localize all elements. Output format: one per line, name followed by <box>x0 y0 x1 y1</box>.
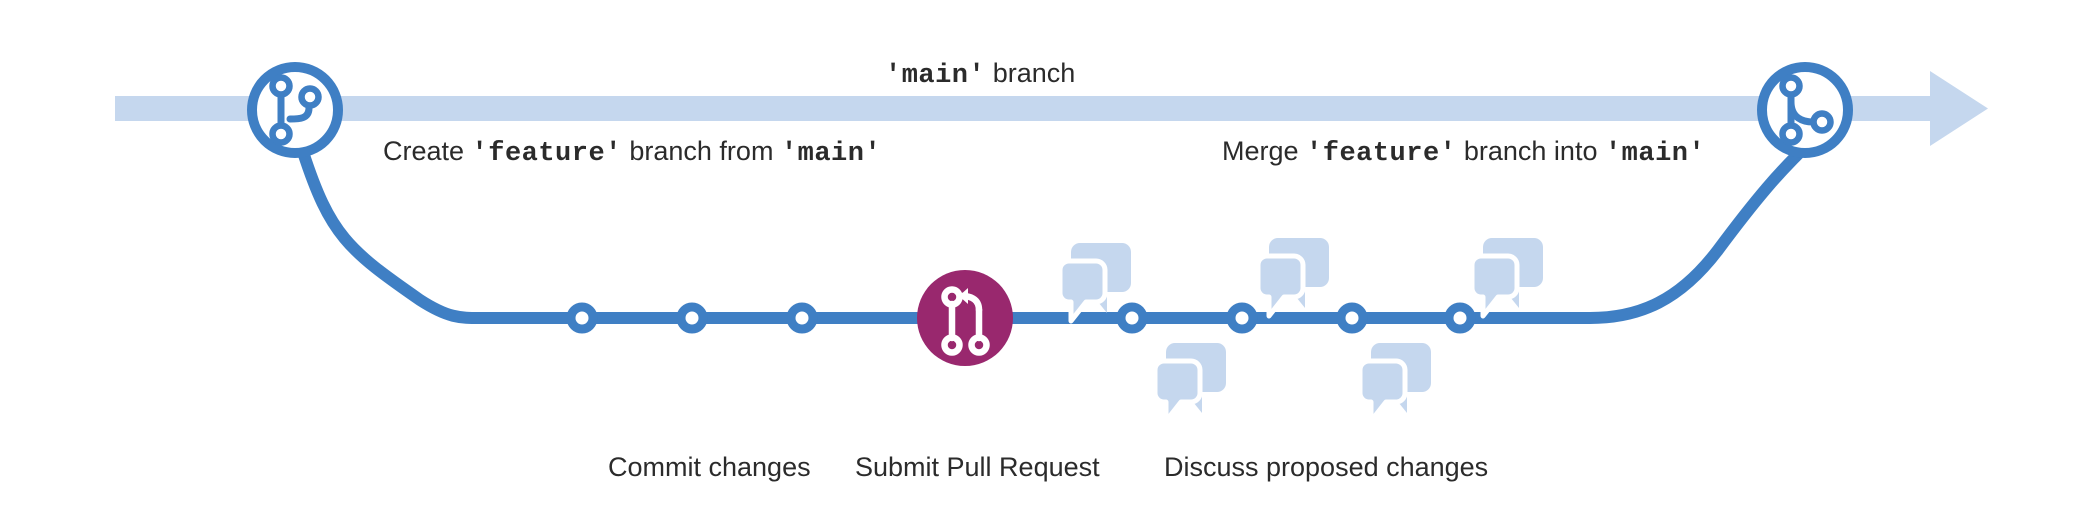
speech-bubble-group-3 <box>1472 238 1543 316</box>
main-branch-arrow <box>115 71 1988 146</box>
commit-changes-label: Commit changes <box>608 452 811 482</box>
create-middle: branch from <box>621 136 781 166</box>
main-branch-name: 'main' <box>885 61 986 91</box>
merge-prefix: Merge <box>1222 136 1307 166</box>
submit-pull-request-label: Submit Pull Request <box>855 452 1100 482</box>
merge-feature-branch-name: 'feature' <box>1306 139 1457 169</box>
feature-branch-path <box>297 146 1806 324</box>
commit-dot[interactable] <box>1444 302 1476 334</box>
create-prefix: Create <box>383 136 472 166</box>
commit-dot[interactable] <box>1116 302 1148 334</box>
speech-bubble-group-4 <box>1155 343 1226 421</box>
create-main-branch-name: 'main' <box>780 139 882 169</box>
create-feature-branch-name: 'feature' <box>471 139 622 169</box>
merge-branch-label: Merge 'feature' branch into 'main' <box>1222 136 1705 169</box>
merge-main-branch-name: 'main' <box>1604 139 1706 169</box>
discuss-proposed-changes-label: Discuss proposed changes <box>1164 452 1489 482</box>
merge-middle: branch into <box>1456 136 1605 166</box>
main-branch-suffix: branch <box>985 58 1076 88</box>
commit-dot[interactable] <box>1336 302 1368 334</box>
branch-point-node[interactable] <box>247 62 343 158</box>
merge-point-node[interactable] <box>1757 62 1853 158</box>
speech-bubble-group-5 <box>1360 343 1431 421</box>
commit-dot[interactable] <box>786 302 818 334</box>
main-branch-label: 'main' branch <box>885 58 1075 91</box>
speech-bubble-group-2 <box>1258 238 1329 316</box>
create-branch-label: Create 'feature' branch from 'main' <box>383 136 881 169</box>
pull-request-node[interactable] <box>917 270 1013 366</box>
commit-dot[interactable] <box>1226 302 1258 334</box>
commit-dot[interactable] <box>676 302 708 334</box>
commit-dot[interactable] <box>566 302 598 334</box>
